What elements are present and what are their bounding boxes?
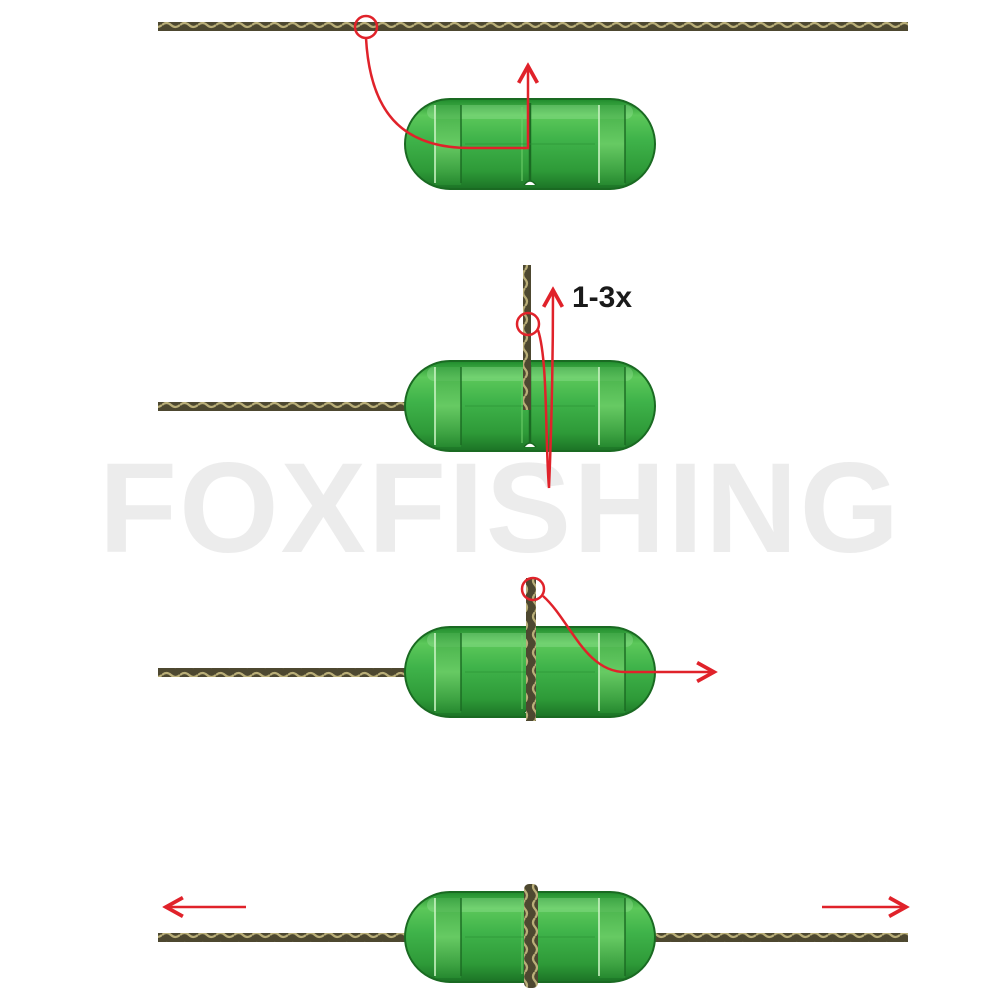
watermark-text: FOXFISHING [99, 437, 901, 580]
float-capsule [403, 97, 657, 191]
step-2: 1-3x [158, 265, 657, 489]
wrapped-line [526, 578, 536, 721]
step-3 [158, 576, 714, 721]
tag-end-path [364, 37, 528, 150]
main-line [158, 402, 526, 411]
knot-point-marker [520, 576, 546, 602]
wrap-path [536, 290, 553, 489]
step-4 [158, 884, 908, 988]
step-1 [158, 14, 908, 191]
pull-through-path [542, 595, 714, 672]
main-line [158, 22, 908, 31]
main-line [158, 668, 528, 677]
wrap-count-label: 1-3x [572, 281, 632, 314]
tag-line-vertical [523, 265, 531, 410]
knot-point-marker [515, 311, 541, 337]
finished-knot [524, 884, 538, 988]
